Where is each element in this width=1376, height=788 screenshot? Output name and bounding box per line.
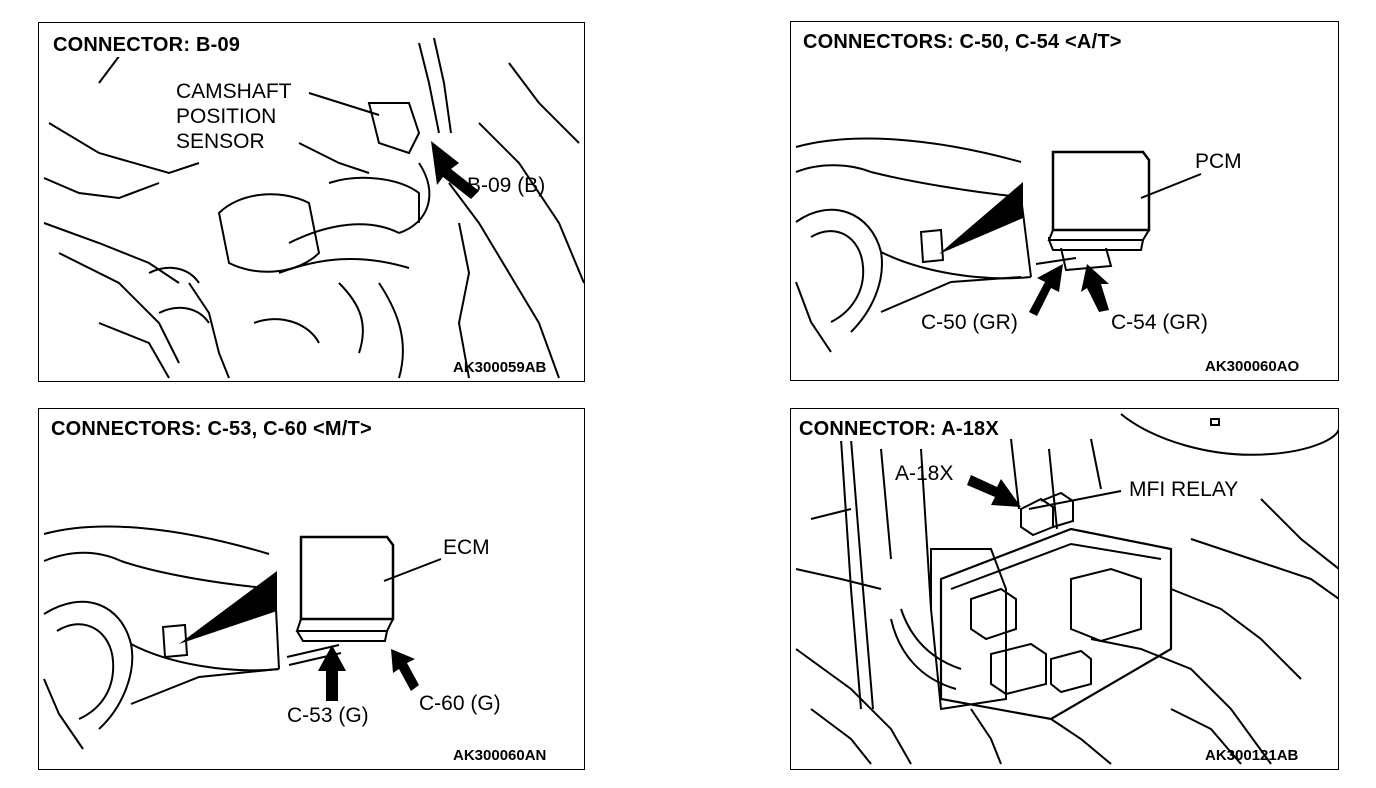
sensor-label-line2: POSITION: [176, 105, 277, 128]
figure-code: AK300060AO: [1205, 358, 1300, 375]
mfi-relay-label: MFI RELAY: [1129, 478, 1239, 501]
panel-title: CONNECTORS: C-53, C-60 <M/T>: [49, 417, 374, 441]
connector-label: B-09 (B): [467, 174, 546, 197]
connector-c53-label: C-53 (G): [287, 704, 369, 727]
figure-code: AK300060AN: [453, 747, 547, 764]
dashboard-pcm-illustration: [795, 137, 1202, 353]
relay-box-illustration: [795, 413, 1338, 765]
engine-illustration: [43, 37, 584, 379]
connector-a18x-label: A-18X: [895, 462, 954, 485]
panel-connector-a18x: CONNECTOR: A-18X A-18X MFI RELAY AK30012…: [790, 408, 1339, 770]
panel-connectors-c50-c54: CONNECTORS: C-50, C-54 <A/T> PCM C-50 (G…: [790, 21, 1339, 381]
sensor-label-line1: CAMSHAFT: [176, 80, 292, 103]
connector-c54-label: C-54 (GR): [1111, 311, 1208, 334]
panel-title: CONNECTOR: B-09: [51, 33, 243, 57]
ecm-label: ECM: [443, 536, 490, 559]
panel-title: CONNECTOR: A-18X: [797, 417, 1001, 441]
panel-title: CONNECTORS: C-50, C-54 <A/T>: [801, 30, 1124, 54]
figure-code: AK300121AB: [1205, 747, 1299, 764]
figure-code: AK300059AB: [453, 359, 547, 376]
sensor-label-line3: SENSOR: [176, 130, 265, 153]
connector-c50-label: C-50 (GR): [921, 311, 1018, 334]
panel-connector-b09: CONNECTOR: B-09 CAMSHAFT POSITION SENSOR…: [38, 22, 585, 382]
dashboard-ecm-illustration: [43, 525, 442, 750]
connector-c60-label: C-60 (G): [419, 692, 501, 715]
panel-connectors-c53-c60: CONNECTORS: C-53, C-60 <M/T> ECM C-53 (G…: [38, 408, 585, 770]
pcm-label: PCM: [1195, 150, 1242, 173]
